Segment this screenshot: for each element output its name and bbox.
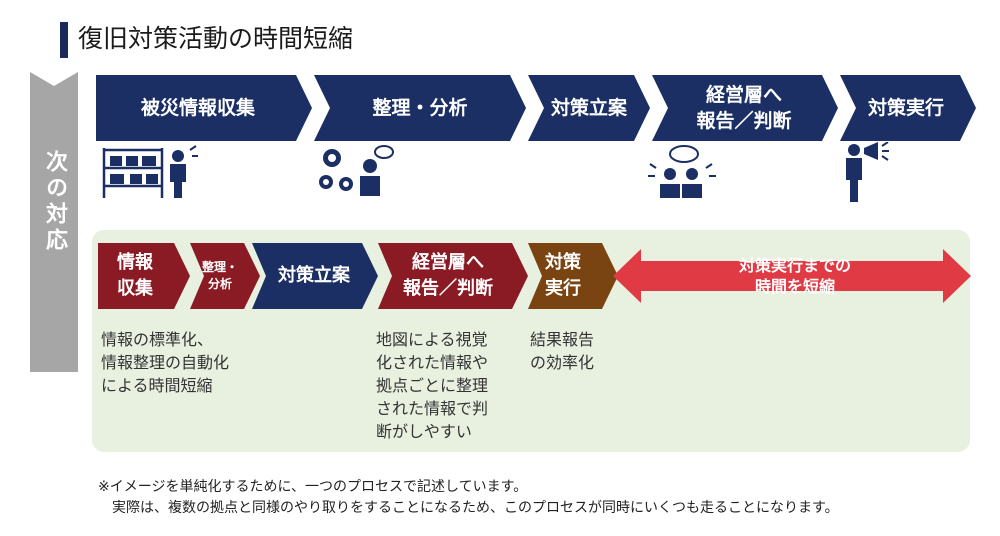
description-collect: 情報の標準化、 情報整理の自動化 による時間短縮 <box>101 330 230 395</box>
next-step-plan: 対策立案 <box>278 265 350 286</box>
side-label: 次の対応 <box>42 150 67 254</box>
next-step-report: 経営層へ 報告／判断 <box>403 252 493 299</box>
next-flow-chevrons <box>98 243 618 309</box>
current-step-analyze: 整理・分析 <box>372 97 468 119</box>
title-accent-bar <box>60 22 68 58</box>
meeting-discussion-icon <box>648 145 716 198</box>
next-step-analyze: 整理・ 分析 <box>201 260 238 291</box>
current-step-plan: 対策立案 <box>550 97 627 119</box>
next-step-execute: 対策 実行 <box>545 252 581 299</box>
gears-thinking-person-icon <box>319 145 394 196</box>
footnote: ※イメージを単純化するために、一つのプロセスで記述しています。 実際は、複数の拠… <box>98 479 839 516</box>
current-flow-chevrons <box>96 75 976 141</box>
current-step-execute: 対策実行 <box>867 97 944 119</box>
current-step-collect: 被災情報収集 <box>140 97 255 119</box>
current-step-report: 経営層へ 報告／判断 <box>696 84 792 132</box>
megaphone-person-icon <box>846 142 889 202</box>
side-down-arrow <box>30 72 78 372</box>
page-title: 復旧対策活動の時間短縮 <box>78 24 354 53</box>
time-reduction-label: 対策実行までの 時間を短縮 <box>738 256 851 296</box>
time-reduction-arrow <box>613 249 971 303</box>
warehouse-worker-icon <box>102 145 198 198</box>
next-step-collect: 情報 収集 <box>117 252 153 299</box>
description-report: 地図による視覚 化された情報や 拠点ごとに整理 された情報で判 断がしやすい <box>376 330 489 441</box>
description-execute: 結果報告 の効率化 <box>530 330 595 372</box>
